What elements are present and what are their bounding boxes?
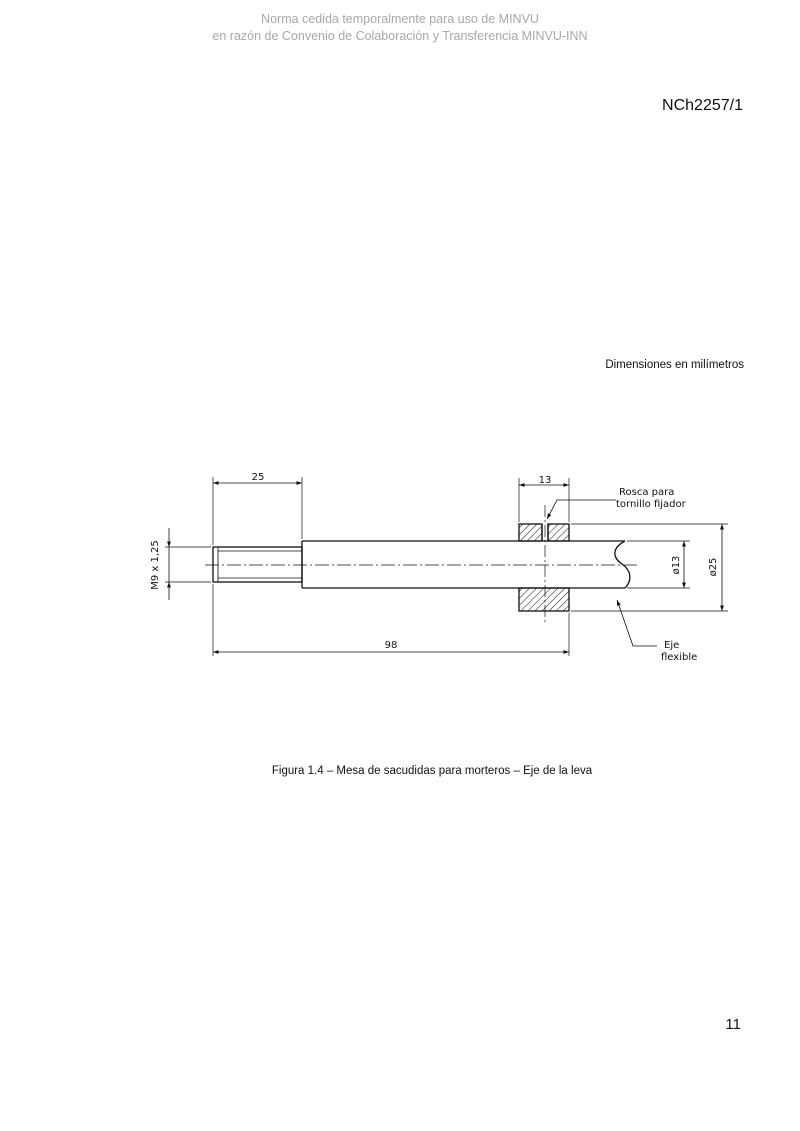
watermark-line-2: en razón de Convenio de Colaboración y T… <box>212 29 588 43</box>
total-length-label: 98 <box>385 640 398 651</box>
thread-length-label: 25 <box>252 472 265 483</box>
main-shaft <box>301 540 631 589</box>
set-screw-leader <box>546 499 616 520</box>
extension-lines <box>165 477 728 656</box>
threaded-end <box>212 546 303 583</box>
collar-width-label: 13 <box>539 475 552 486</box>
flex-shaft-label-line-1: Eje <box>664 640 679 651</box>
document-code: NCh2257/1 <box>662 97 743 114</box>
units-note: Dimensiones en milímetros <box>605 359 744 371</box>
flex-shaft-leader <box>616 599 657 647</box>
collar-diameter-label: ø25 <box>708 558 719 577</box>
collar-section <box>518 523 570 612</box>
dimension-lines <box>167 481 724 654</box>
figure-caption: Figura 1.4 – Mesa de sacudidas para mort… <box>271 765 593 777</box>
shaft-diameter-label: ø13 <box>671 556 682 575</box>
set-screw-label-line-2: tornillo fijador <box>616 499 687 510</box>
flex-shaft-label-line-2: flexible <box>661 652 697 663</box>
set-screw-label-line-1: Rosca para <box>619 487 674 498</box>
watermark-line-1: Norma cedida temporalmente para uso de M… <box>261 12 539 26</box>
page-number: 11 <box>725 1016 741 1033</box>
thread-spec-label: M9 x 1,25 <box>150 540 161 590</box>
